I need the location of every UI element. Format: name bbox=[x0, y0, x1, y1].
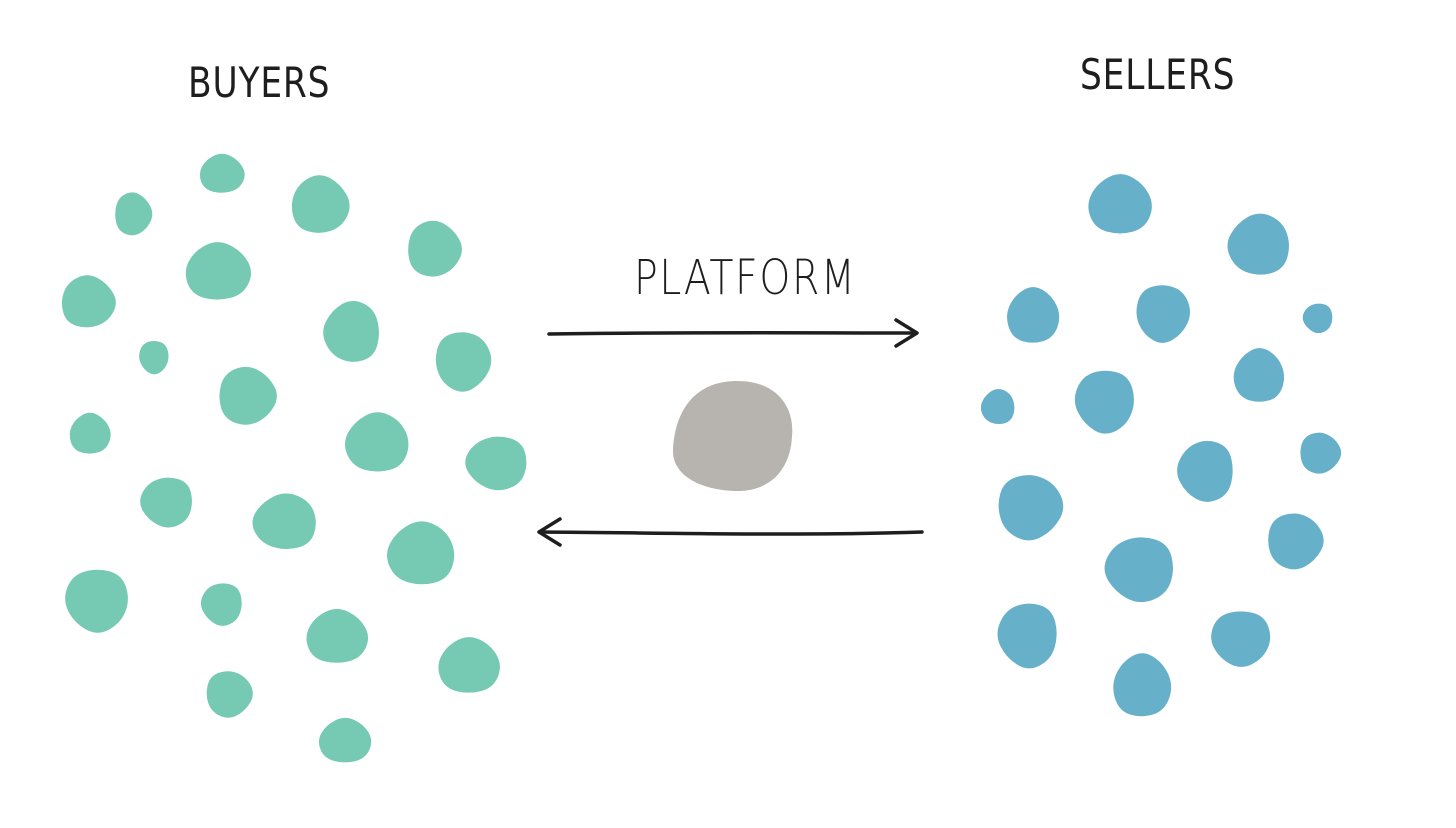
seller-dot bbox=[1104, 537, 1173, 603]
buyer-dot bbox=[139, 341, 169, 375]
buyer-dot bbox=[387, 521, 455, 585]
seller-dot bbox=[1268, 513, 1324, 570]
arrow-to-sellers bbox=[547, 318, 919, 348]
buyer-dot bbox=[115, 192, 153, 236]
arrow-to-buyers bbox=[537, 517, 924, 547]
buyer-dot bbox=[219, 366, 277, 425]
seller-dot bbox=[1177, 440, 1233, 502]
buyer-dot bbox=[438, 637, 500, 693]
seller-dot bbox=[980, 388, 1015, 425]
buyer-dot bbox=[206, 671, 253, 718]
buyer-dot bbox=[345, 412, 409, 472]
buyer-dot bbox=[200, 583, 242, 626]
seller-dot bbox=[1211, 611, 1271, 667]
seller-dot bbox=[1233, 348, 1285, 402]
buyer-dot bbox=[435, 332, 492, 392]
buyer-dot bbox=[323, 300, 379, 362]
buyer-dot bbox=[291, 175, 350, 233]
arrow-to-sellers-shaft bbox=[547, 331, 917, 336]
buyer-dot bbox=[185, 242, 252, 300]
buyer-dot bbox=[306, 609, 369, 663]
buyer-dot bbox=[61, 275, 116, 328]
seller-dot bbox=[998, 475, 1064, 541]
arrow-to-buyers-shaft bbox=[539, 530, 924, 536]
seller-dot bbox=[997, 603, 1057, 669]
seller-dot bbox=[1302, 303, 1333, 334]
buyer-dot bbox=[408, 220, 462, 277]
seller-dot bbox=[1074, 370, 1134, 434]
sellers-label: SELLERS bbox=[1080, 50, 1236, 99]
arrow-to-sellers-head bbox=[894, 318, 919, 348]
seller-dot bbox=[1136, 285, 1191, 343]
buyer-dot bbox=[465, 436, 527, 491]
seller-dot bbox=[1088, 174, 1152, 234]
buyer-dot bbox=[199, 153, 245, 193]
buyer-dot bbox=[318, 717, 372, 763]
buyers-group bbox=[61, 153, 527, 763]
seller-dot bbox=[1227, 213, 1289, 275]
sellers-group bbox=[980, 174, 1342, 717]
buyer-dot bbox=[69, 412, 111, 454]
platform-label: PLATFORM bbox=[634, 250, 857, 306]
buyer-dot bbox=[140, 477, 192, 528]
arrow-to-buyers-head bbox=[537, 517, 562, 547]
seller-dot bbox=[1113, 653, 1172, 717]
buyer-dot bbox=[252, 493, 316, 549]
buyers-label: BUYERS bbox=[188, 58, 331, 107]
buyer-dot bbox=[65, 569, 128, 633]
seller-dot bbox=[1300, 432, 1342, 474]
platform-node bbox=[672, 380, 793, 492]
seller-dot bbox=[1007, 287, 1060, 343]
